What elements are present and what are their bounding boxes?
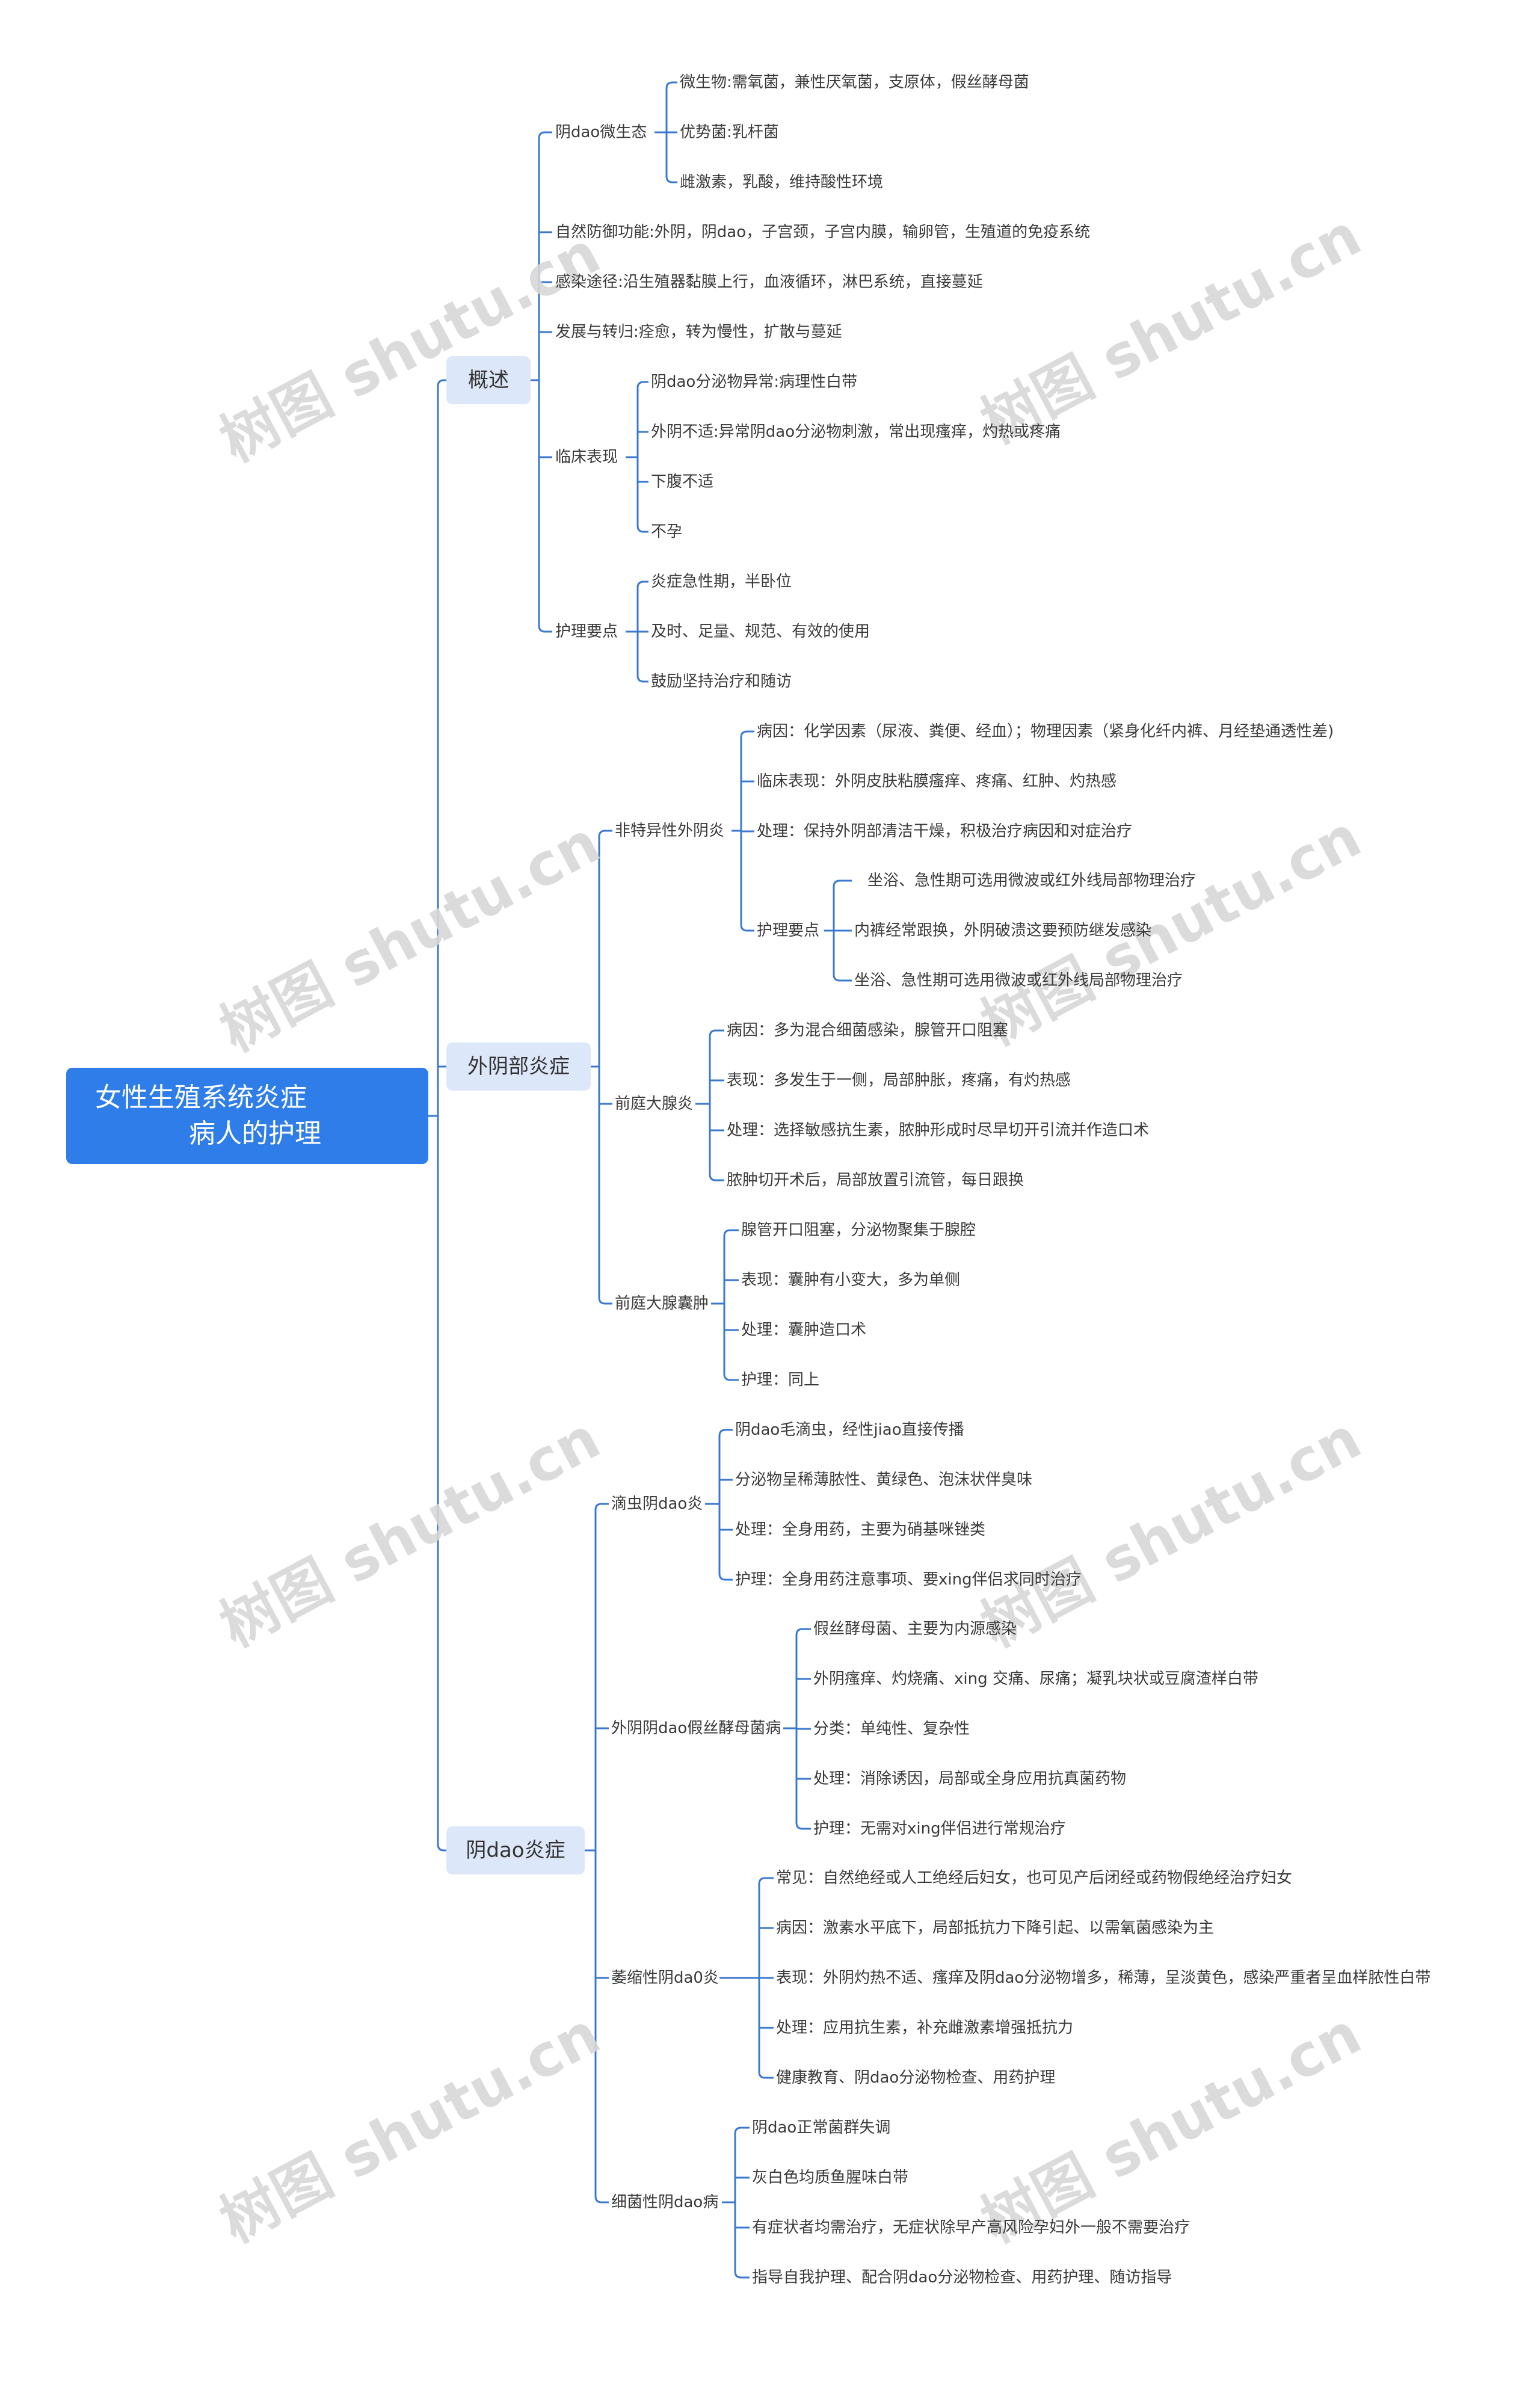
connector <box>709 1029 724 1104</box>
topic-nonspecific-nursing[interactable]: 护理要点 <box>757 922 820 940</box>
connector <box>795 1628 811 1728</box>
leaf[interactable]: 病因：化学因素（尿液、粪便、经血）；物理因素（紧身化纤内裤、月经垫通透性差) <box>757 722 1334 741</box>
leaf[interactable]: 分泌物呈稀薄脓性、黄绿色、泡沫状伴臭味 <box>735 1471 1033 1489</box>
connector <box>636 632 648 683</box>
connector <box>734 2127 750 2202</box>
leaf[interactable]: 优势菌:乳杆菌 <box>680 123 779 141</box>
branch-overview[interactable]: 概述 <box>446 356 531 404</box>
connector <box>437 1116 446 1852</box>
leaf[interactable]: 阴dao分泌物异常:病理性白带 <box>651 373 858 391</box>
topic-defense[interactable]: 自然防御功能:外阴，阴dao，子宫颈，子宫内膜，输卵管，生殖道的免疫系统 <box>555 223 1091 241</box>
leaf[interactable]: 腺管开口阻塞，分泌物聚集于腺腔 <box>741 1221 976 1239</box>
leaf[interactable]: 假丝酵母菌、主要为内源感染 <box>813 1620 1017 1638</box>
leaf[interactable]: 表现：多发生于一侧，局部肿胀，疼痛，有灼热感 <box>727 1071 1071 1089</box>
leaf[interactable]: 灰白色均质鱼腥味白带 <box>752 2169 909 2187</box>
leaf[interactable]: 有症状者均需治疗，无症状除早产高风险孕妇外一般不需要治疗 <box>752 2219 1190 2237</box>
leaf[interactable]: 健康教育、阴dao分泌物检查、用药护理 <box>776 2069 1056 2087</box>
leaf[interactable]: 阴dao毛滴虫，经性jiao直接传播 <box>735 1421 964 1439</box>
connector <box>437 379 446 1116</box>
topic-trichomonas[interactable]: 滴虫阴dao炎 <box>611 1495 703 1513</box>
leaf[interactable]: 常见：自然绝经或人工绝经后妇女，也可见产后闭经或药物假绝经治疗妇女 <box>776 1869 1293 1887</box>
connector <box>740 730 754 831</box>
connector <box>833 931 852 982</box>
leaf[interactable]: 脓肿切开术后，局部放置引流管，每日跟换 <box>727 1171 1024 1189</box>
topic-clinical[interactable]: 临床表现 <box>555 448 618 466</box>
connector <box>734 2202 750 2279</box>
topic-bartholin-cyst[interactable]: 前庭大腺囊肿 <box>615 1295 709 1313</box>
leaf[interactable]: 处理：选择敏感抗生素，脓肿形成时尽早切开引流并作造口术 <box>727 1121 1150 1139</box>
connector <box>538 380 552 633</box>
root-title-line2: 病人的护理 <box>189 1118 321 1149</box>
leaf[interactable]: 炎症急性期，半卧位 <box>651 573 792 591</box>
leaf[interactable]: 护理：全身用药注意事项、要xing伴侣求同时治疗 <box>735 1571 1082 1589</box>
leaf[interactable]: 表现：外阴灼热不适、瘙痒及阴dao分泌物增多，稀薄，呈淡黄色，感染严重者呈血样脓… <box>776 1969 1431 1987</box>
topic-bartholinitis[interactable]: 前庭大腺炎 <box>615 1095 694 1113</box>
topic-microecology[interactable]: 阴dao微生态 <box>555 123 647 141</box>
leaf[interactable]: 坐浴、急性期可选用微波或红外线局部物理治疗 <box>854 972 1183 990</box>
topic-atrophic[interactable]: 萎缩性阴da0炎 <box>611 1969 719 1987</box>
connector <box>594 1850 609 2204</box>
topic-bacterial[interactable]: 细菌性阴dao病 <box>611 2193 719 2211</box>
root-title-line1: 女性生殖系统炎症 <box>95 1082 307 1113</box>
leaf[interactable]: 病因：多为混合细菌感染，腺管开口阻塞 <box>727 1021 1009 1039</box>
leaf[interactable]: 处理：保持外阴部清洁干燥，积极治疗病因和对症治疗 <box>757 822 1133 840</box>
root-topic[interactable]: 女性生殖系统炎症 病人的护理 <box>66 1068 428 1164</box>
connector <box>723 1304 739 1381</box>
leaf[interactable]: 病因：激素水平底下，局部抵抗力下降引起、以需氧菌感染为主 <box>776 1919 1215 1937</box>
leaf[interactable]: 指导自我护理、配合阴dao分泌物检查、用药护理、随访指导 <box>752 2268 1172 2287</box>
leaf[interactable]: 处理：全身用药，主要为硝基咪锉类 <box>735 1521 986 1539</box>
connector <box>636 381 648 457</box>
connector <box>665 81 677 132</box>
leaf[interactable]: 处理：消除诱因，局部或全身应用抗真菌药物 <box>813 1770 1127 1788</box>
connector <box>665 132 677 183</box>
leaf[interactable]: 雌激素，乳酸，维持酸性环境 <box>680 173 884 191</box>
leaf[interactable]: 鼓励坚持治疗和随访 <box>651 673 792 691</box>
branch-vaginitis[interactable]: 阴dao炎症 <box>446 1826 585 1874</box>
connector <box>758 1978 774 2079</box>
topic-outcome[interactable]: 发展与转归:痊愈，转为慢性，扩散与蔓延 <box>555 323 842 341</box>
connector <box>636 581 648 632</box>
leaf[interactable]: 外阴瘙痒、灼烧痛、xing 交痛、尿痛；凝乳块状或豆腐渣样白带 <box>813 1670 1258 1688</box>
leaf[interactable]: 临床表现：外阴皮肤粘膜瘙痒、疼痛、红肿、灼热感 <box>757 772 1117 790</box>
connector <box>594 1503 609 1850</box>
topic-infection-route[interactable]: 感染途径:沿生殖器黏膜上行，血液循环，淋巴系统，直接蔓延 <box>555 273 983 291</box>
leaf[interactable]: 及时、足量、规范、有效的使用 <box>651 623 870 641</box>
leaf[interactable]: 分类：单纯性、复杂性 <box>813 1720 970 1738</box>
leaf[interactable]: 护理：无需对xing伴侣进行常规治疗 <box>813 1820 1066 1838</box>
connector <box>709 1104 724 1181</box>
leaf[interactable]: 坐浴、急性期可选用微波或红外线局部物理治疗 <box>867 872 1197 890</box>
leaf[interactable]: 处理：应用抗生素，补充雌激素增强抵抗力 <box>776 2019 1074 2037</box>
leaf[interactable]: 阴dao正常菌群失调 <box>752 2119 891 2137</box>
connector <box>740 831 754 932</box>
connector <box>758 1877 774 1978</box>
branch-vulvitis[interactable]: 外阴部炎症 <box>446 1043 591 1091</box>
connector <box>718 1504 733 1581</box>
connector <box>636 457 648 533</box>
leaf[interactable]: 护理：同上 <box>741 1371 820 1389</box>
connector <box>833 879 852 931</box>
leaf[interactable]: 微生物:需氧菌，兼性厌氧菌，支原体，假丝酵母菌 <box>680 73 1029 91</box>
connector <box>598 830 612 1067</box>
leaf[interactable]: 下腹不适 <box>651 473 714 491</box>
leaf[interactable]: 外阴不适:异常阴dao分泌物刺激，常出现瘙痒，灼热或疼痛 <box>651 423 1061 441</box>
connector <box>718 1429 733 1504</box>
leaf[interactable]: 内裤经常跟换，外阴破溃这要预防继发感染 <box>854 922 1152 940</box>
leaf[interactable]: 表现：囊肿有小变大，多为单侧 <box>741 1271 961 1289</box>
connector <box>538 131 552 380</box>
topic-nonspecific-vulvitis[interactable]: 非特异性外阴炎 <box>615 822 725 840</box>
topic-nursing[interactable]: 护理要点 <box>555 623 618 641</box>
topic-candida[interactable]: 外阴阴dao假丝酵母菌病 <box>611 1719 781 1737</box>
connector <box>723 1229 739 1304</box>
leaf[interactable]: 处理：囊肿造口术 <box>741 1321 867 1339</box>
connector <box>795 1728 811 1830</box>
connector <box>598 1067 612 1305</box>
leaf[interactable]: 不孕 <box>651 523 683 541</box>
